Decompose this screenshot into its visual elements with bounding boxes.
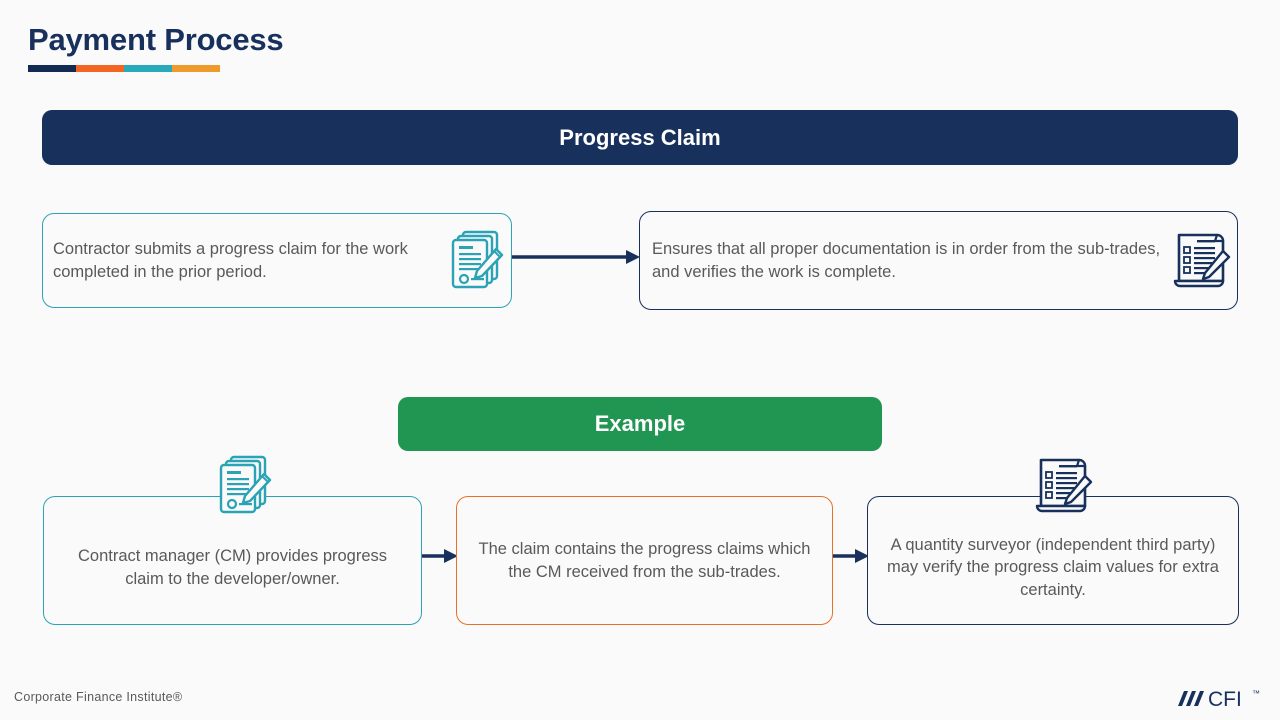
card-ensures-documentation-text: Ensures that all proper documentation is…: [652, 240, 1161, 281]
example-banner: Example: [398, 397, 882, 451]
card-quantity-surveyor-text: A quantity surveyor (independent third p…: [887, 536, 1219, 599]
checklist-pen-icon: [1033, 454, 1095, 516]
card-claim-contains: The claim contains the progress claims w…: [456, 496, 833, 625]
cfi-logo: CFI ™: [1174, 686, 1266, 712]
page-title: Payment Process: [28, 22, 284, 57]
arrow-bottom-card2-to-card3: [833, 548, 869, 564]
title-rule-segment-2: [76, 65, 124, 72]
documents-pen-icon: [449, 229, 509, 291]
title-rule-segment-4: [172, 65, 220, 72]
footer-credit: Corporate Finance Institute®: [14, 690, 183, 704]
svg-text:CFI: CFI: [1208, 688, 1242, 711]
card-ensures-documentation: Ensures that all proper documentation is…: [639, 211, 1238, 310]
example-banner-label: Example: [594, 411, 686, 436]
svg-text:™: ™: [1252, 689, 1260, 698]
card-quantity-surveyor: A quantity surveyor (independent third p…: [867, 496, 1239, 625]
progress-claim-banner: Progress Claim: [42, 110, 1238, 165]
card-claim-contains-text: The claim contains the progress claims w…: [478, 540, 811, 581]
title-underline-rule: [28, 65, 220, 72]
arrow-bottom-card1-to-card2: [422, 548, 458, 564]
card-cm-provides-claim: Contract manager (CM) provides progress …: [43, 496, 422, 625]
title-rule-segment-1: [28, 65, 76, 72]
arrow-top-card1-to-card2: [512, 249, 640, 265]
card-cm-provides-claim-text: Contract manager (CM) provides progress …: [77, 547, 388, 588]
progress-claim-banner-label: Progress Claim: [559, 124, 721, 150]
documents-pen-icon: [217, 454, 277, 516]
checklist-pen-icon: [1171, 229, 1233, 291]
title-rule-segment-3: [124, 65, 172, 72]
card-contractor-submits-text: Contractor submits a progress claim for …: [53, 240, 408, 281]
card-contractor-submits: Contractor submits a progress claim for …: [42, 213, 512, 308]
